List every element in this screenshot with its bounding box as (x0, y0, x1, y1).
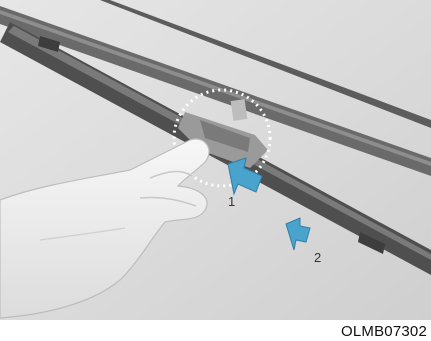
step-2-label: 2 (314, 250, 321, 265)
figure-code: OLMB07302 (341, 323, 427, 340)
wiper-blade-illustration: 1 2 (0, 0, 431, 320)
step-1-label: 1 (228, 194, 235, 209)
